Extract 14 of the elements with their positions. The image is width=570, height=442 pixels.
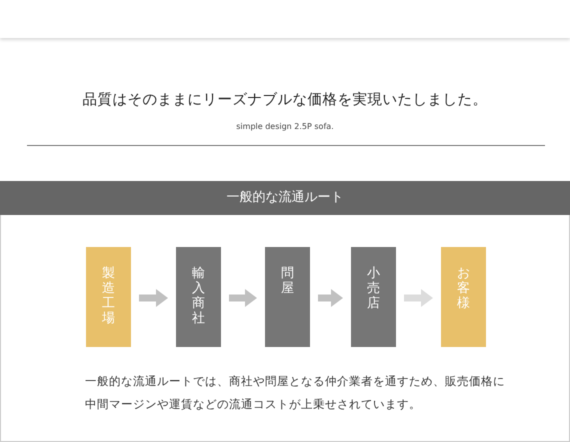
arrow bbox=[404, 289, 433, 307]
route-panel bbox=[0, 181, 570, 442]
title: 品質はそのままにリーズナブルな価格を実現いたしました。 bbox=[82, 90, 488, 109]
arrow bbox=[318, 289, 343, 307]
arrow bbox=[139, 289, 168, 307]
process-box: 輸入商社 bbox=[176, 247, 221, 347]
arrow bbox=[229, 289, 257, 307]
description: 一般的な流通ルートでは、商社や問屋となる仲介業者を通すため、販売価格に中間マージンや運賃などの流通コストが上乗せされています。 bbox=[85, 373, 505, 413]
process-box: 小売店 bbox=[351, 247, 396, 347]
process-box: 製造工場 bbox=[86, 247, 131, 347]
process-box: お客様 bbox=[441, 247, 486, 347]
subtitle: simple design 2.5P sofa. bbox=[235, 122, 335, 131]
panel-heading: 一般的な流通ルート bbox=[0, 181, 570, 215]
process-box: 問屋 bbox=[265, 247, 310, 347]
